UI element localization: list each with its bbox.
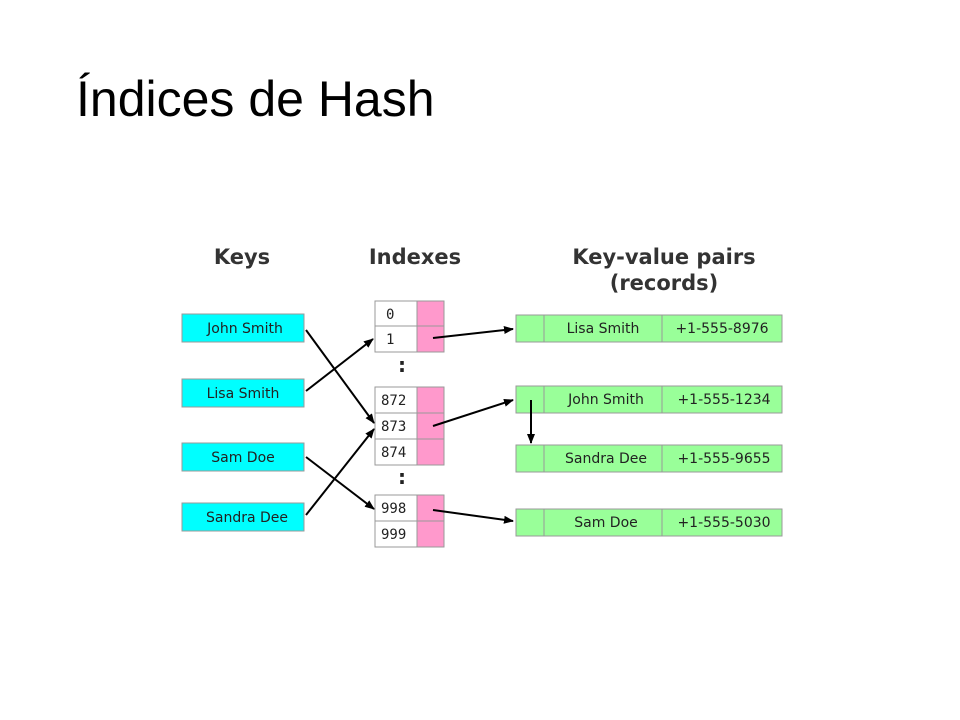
record-phone: +1-555-8976 xyxy=(675,321,768,337)
index-group-mid: 872 873 874 xyxy=(374,386,445,466)
index-873: 873 xyxy=(381,419,406,435)
key-label: John Smith xyxy=(206,321,283,337)
record-sandra-dee: Sandra Dee +1-555-9655 xyxy=(515,444,783,473)
key-label: Sandra Dee xyxy=(206,510,288,526)
arrow-lisa-smith-to-1 xyxy=(305,338,374,392)
index-999: 999 xyxy=(381,527,406,543)
index-872: 872 xyxy=(381,393,406,409)
arrow-1-to-lisa-smith xyxy=(432,326,514,339)
record-name: Sam Doe xyxy=(574,515,638,531)
records-header-line2: (records) xyxy=(610,271,719,295)
index-group-high: 998 999 xyxy=(374,494,445,548)
arrow-998-to-sam-doe xyxy=(432,509,514,524)
record-name: Sandra Dee xyxy=(565,451,647,467)
index-998: 998 xyxy=(381,501,406,517)
record-lisa-smith: Lisa Smith +1-555-8976 xyxy=(515,314,783,343)
record-name: Lisa Smith xyxy=(567,321,640,337)
index-group-low: 0 1 xyxy=(374,300,445,353)
arrow-sam-doe-to-998 xyxy=(305,456,375,510)
key-john-smith: John Smith xyxy=(181,313,305,343)
arrow-sandra-dee-to-873 xyxy=(305,428,375,516)
page-title: Índices de Hash xyxy=(76,71,435,127)
record-phone: +1-555-5030 xyxy=(677,515,770,531)
key-sandra-dee: Sandra Dee xyxy=(181,502,305,532)
index-874: 874 xyxy=(381,445,406,461)
records-header-line1: Key-value pairs xyxy=(572,245,755,269)
key-label: Lisa Smith xyxy=(207,386,280,402)
key-label: Sam Doe xyxy=(211,450,275,466)
index-0: 0 xyxy=(386,307,394,323)
record-name: John Smith xyxy=(567,392,644,408)
record-sam-doe: Sam Doe +1-555-5030 xyxy=(515,508,783,537)
key-sam-doe: Sam Doe xyxy=(181,442,305,472)
indexes-header: Indexes xyxy=(369,245,461,269)
arrow-john-smith-to-873 xyxy=(305,329,375,424)
index-1: 1 xyxy=(386,332,394,348)
index-ellipsis-1: : xyxy=(398,353,406,377)
keys-header: Keys xyxy=(214,245,270,269)
arrow-873-to-john-smith xyxy=(432,398,514,427)
record-phone: +1-555-1234 xyxy=(677,392,770,408)
index-ellipsis-2: : xyxy=(398,465,406,489)
key-lisa-smith: Lisa Smith xyxy=(181,378,305,408)
record-john-smith: John Smith +1-555-1234 xyxy=(515,385,783,414)
record-phone: +1-555-9655 xyxy=(677,451,770,467)
